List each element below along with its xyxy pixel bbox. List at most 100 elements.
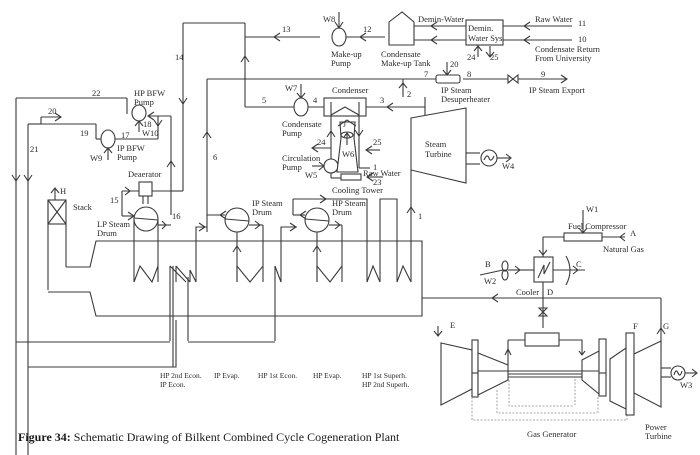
stream-24b-label: 24 [317,137,326,147]
stream-12-label: 12 [363,24,372,34]
fuel-compressor[interactable] [538,210,626,257]
demin-sys-label: Demin. [468,23,493,33]
power-turbine[interactable] [609,332,671,416]
caption-bold: Figure 34: [18,430,71,444]
stream-3-label: 3 [380,95,384,105]
stream-e-label: E [450,320,455,330]
fuel-compressor-label: Fuel Compressor [568,221,626,231]
stream-4-label: 4 [313,95,318,105]
lp-drum-label-2: Drum [97,228,117,238]
condensate-makeup-tank[interactable] [388,11,415,46]
stream-c-label: C [576,259,582,269]
ip-steam-export-label: IP Steam Export [529,85,586,95]
demin-sys-label-2: Water Sys [468,33,503,43]
condenser[interactable] [323,97,367,117]
cooling-tower[interactable] [336,119,362,181]
gas-generator-label: Gas Generator [527,429,576,439]
stream-6-label: 6 [213,152,217,162]
stream-j-label: J [343,120,346,129]
deaerator-label: Deaerator [128,169,162,179]
steam-turbine-label-2: Turbine [425,149,452,159]
stream-g-label: G [663,321,669,331]
generator-w4-icon [480,149,512,167]
makeup-pump[interactable] [331,12,347,47]
condenser-label: Condenser [332,85,369,95]
stream-25b-label: 25 [373,137,382,147]
hp-bfw-pump-label: HP BFW [134,88,165,98]
ip-bfw-pump-label: IP BFW [117,143,145,153]
hp-bfw-pump[interactable] [131,104,147,132]
stream-17-label: 17 [121,130,130,140]
stream-25-label: 25 [490,52,499,62]
ip-drum-label-2: Drum [252,207,272,217]
demin-water-label: Demin-Water [418,14,464,24]
stream-1-label: 1 [418,211,422,221]
fuel-cooler[interactable] [514,255,585,328]
w4-label: W4 [502,161,515,171]
cooler-fan-icon [479,260,519,281]
ip-bfw-pump-label-2: Pump [117,152,137,162]
w10-label: W10 [142,128,159,138]
ip-desuperheater[interactable] [435,74,461,84]
lp-drum-label: LP Steam [97,219,130,229]
hrsg-water-loops [16,320,275,368]
stream-1b-label: 1 [373,162,377,172]
stream-d-label: D [547,287,553,297]
stream-16-label: 16 [172,211,181,221]
demin-water-system[interactable] [465,19,504,46]
bfw-lines [11,97,183,455]
circulation-pump-label: Circulation [282,153,321,163]
stream-b-label: B [485,259,491,269]
condensate-pump[interactable] [293,84,309,117]
condensate-return-label: Condensate Return [535,44,601,54]
cooling-water-loop [311,116,383,182]
makeup-water-line [178,22,385,191]
stream-2-label: 2 [407,89,411,99]
stack[interactable] [47,187,67,290]
circulation-pump-label-2: Pump [282,162,302,172]
steam-turbine-label: Steam [425,139,447,149]
stream-5-label: 5 [262,95,266,105]
raw-water-label: Raw Water [535,14,573,24]
stack-label: Stack [73,202,93,212]
gas-generator[interactable] [433,326,607,406]
stream-20-label: 20 [48,106,57,116]
stream-11-label: 11 [578,18,586,28]
cooler-label: Cooler [516,287,539,297]
hp-drum-label-2: Drum [332,207,352,217]
hp1-economizer [274,222,297,341]
w9-label: W9 [90,153,102,163]
steam-turbine[interactable] [410,107,480,184]
ip-bfw-pump[interactable] [100,129,116,160]
condensate-pump-label-2: Pump [282,128,302,138]
makeup-pump-label-2: Pump [331,58,351,68]
w6-label: W6 [342,149,354,159]
stream-22-label: 22 [92,88,101,98]
ip-export-valve[interactable] [507,73,519,85]
deaerator[interactable] [121,181,171,221]
stream-10-label: 10 [578,34,587,44]
stream-15-label: 15 [110,195,119,205]
lp-evaporator [133,220,159,284]
hrsg-label-ip-evap: IP Evap. [214,371,240,380]
hrsg-label-hp-evap: HP Evap. [313,371,342,380]
stream-14-label: 14 [175,52,184,62]
hp-steam-drum[interactable] [292,194,343,283]
stream-18-label: 18 [143,119,152,129]
lp-steam-drum[interactable] [133,206,171,232]
hrsg-label-hp1-econ: HP 1st Econ. [258,371,297,380]
raw-water-ct-label: Raw Water [363,168,401,178]
demin-lines [414,21,572,58]
tank-label: Condensate [381,49,421,59]
ip-steam-drum[interactable] [207,207,264,283]
stream-20b-label: 20 [450,59,459,69]
stream-19-label: 19 [80,128,89,138]
hrsg-label-ip-econ: IP Econ. [160,380,186,389]
generator-w3-icon [670,365,698,381]
w7-label: W7 [285,83,297,93]
w5-label: W5 [305,170,317,180]
stream-24-label: 24 [467,52,476,62]
w3-label: W3 [680,380,692,390]
fuel-valve[interactable] [537,307,549,317]
stream-9-label: 9 [541,69,545,79]
